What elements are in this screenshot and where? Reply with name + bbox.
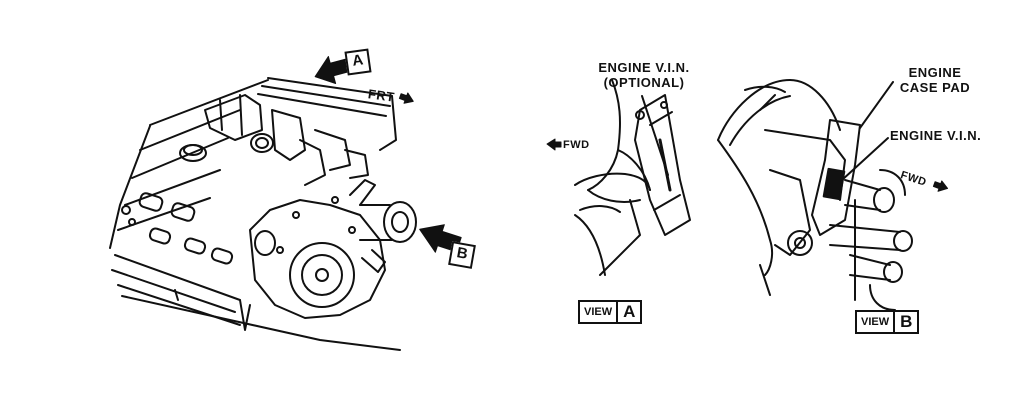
- callout-b-box: B: [448, 241, 476, 269]
- callout-a-box: A: [344, 48, 372, 76]
- engine-vin-optional-line2: (OPTIONAL): [603, 75, 685, 90]
- view-a-word: VIEW: [584, 306, 613, 318]
- view-a-letter: A: [616, 302, 640, 322]
- fwd-arrow-a-shape: [546, 138, 562, 151]
- engine-case-pad-line1: ENGINE: [908, 65, 962, 80]
- vin-optional-leader: [641, 95, 669, 176]
- case-pad-leader: [859, 81, 894, 129]
- engine-vin-label: ENGINE V.I.N.: [890, 128, 982, 143]
- callout-a-letter: A: [351, 51, 365, 70]
- engine-case-pad-label: ENGINE CASE PAD: [880, 65, 990, 95]
- engine-case-pad-line2: CASE PAD: [899, 80, 971, 95]
- view-b-letter: B: [893, 312, 917, 332]
- view-b-illustration: [717, 79, 913, 311]
- engine-vin-optional-line1: ENGINE V.I.N.: [598, 60, 690, 75]
- engine-vin-optional-label: ENGINE V.I.N. (OPTIONAL): [584, 60, 704, 90]
- view-a-illustration: [574, 79, 691, 276]
- fwd-arrow-b-shape: [932, 180, 949, 192]
- view-b-word: VIEW: [861, 316, 890, 328]
- callout-b-letter: B: [455, 244, 470, 263]
- engine-block-illustration: [109, 77, 417, 351]
- view-a-tag: VIEW A: [578, 300, 643, 324]
- fwd-label-a: FWD: [563, 139, 590, 151]
- frt-arrow-shape: [398, 92, 414, 104]
- view-b-tag: VIEW B: [855, 310, 920, 334]
- engine-vin-leader: [841, 137, 889, 181]
